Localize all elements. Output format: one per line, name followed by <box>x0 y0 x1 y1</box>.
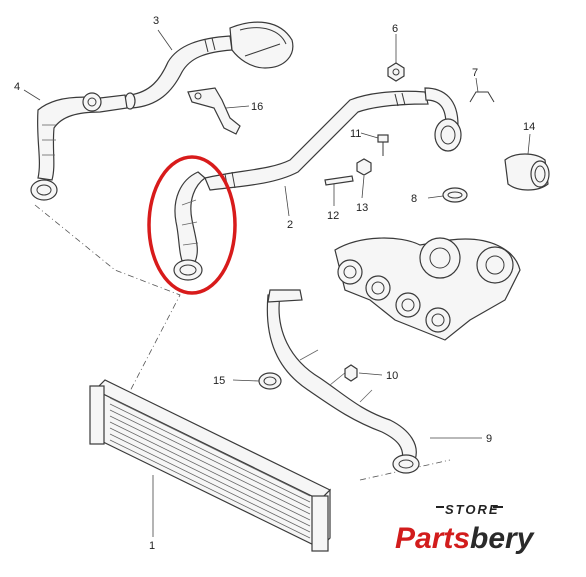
callout-16: 16 <box>251 101 263 113</box>
leader-lines <box>23 29 531 537</box>
callout-15: 15 <box>213 375 225 387</box>
part-16-bracket[interactable] <box>187 87 241 135</box>
callout-3: 3 <box>153 15 159 27</box>
callout-7: 7 <box>472 67 478 79</box>
brand-logo: STORE Partsbery <box>395 502 535 555</box>
part-2-pipe[interactable] <box>204 87 462 191</box>
callout-1: 1 <box>149 540 155 552</box>
part-8-clamp[interactable] <box>442 187 468 203</box>
callout-11: 11 <box>350 128 361 140</box>
callout-8: 8 <box>411 193 417 205</box>
brand-name-part2: bery <box>470 522 535 555</box>
part-3-pipe[interactable] <box>124 21 294 110</box>
part-11-bolt[interactable] <box>377 134 389 156</box>
part-6-nut[interactable] <box>387 62 405 82</box>
highlighted-hose[interactable] <box>173 171 206 281</box>
callout-14: 14 <box>523 121 535 133</box>
part-7-clip[interactable] <box>469 91 495 103</box>
part-1-intercooler[interactable] <box>89 379 332 552</box>
part-14-connector[interactable] <box>504 153 550 191</box>
callout-12: 12 <box>327 210 339 222</box>
part-13-nut[interactable] <box>356 158 372 176</box>
assembly-guides <box>34 204 451 481</box>
part-12-stud[interactable] <box>324 175 354 186</box>
callout-numbers: 1 2 3 4 6 7 8 9 10 11 12 13 14 15 16 <box>14 15 535 552</box>
turbo-manifold[interactable] <box>334 237 521 341</box>
callout-2: 2 <box>287 219 293 231</box>
callout-10: 10 <box>386 370 398 382</box>
callout-13: 13 <box>356 202 368 214</box>
highlight-ellipse <box>147 155 237 295</box>
callout-6: 6 <box>392 23 398 35</box>
brand-name: Partsbery <box>395 522 535 555</box>
part-15-clamp[interactable] <box>258 372 282 390</box>
callout-4: 4 <box>14 81 20 93</box>
brand-name-part1: Parts <box>395 522 470 555</box>
part-9-pipe[interactable] <box>266 289 420 474</box>
brand-store-label: STORE <box>445 502 500 517</box>
part-4-pipe[interactable] <box>30 92 128 201</box>
callout-9: 9 <box>486 433 492 445</box>
part-10-nut[interactable] <box>344 364 358 382</box>
